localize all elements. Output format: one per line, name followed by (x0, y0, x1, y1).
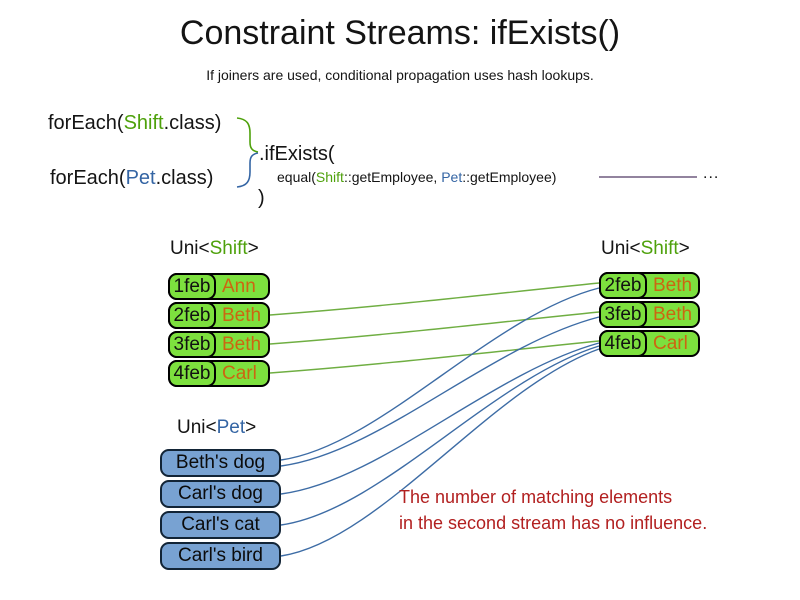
shift-employee-cell: Carl (222, 362, 257, 384)
shift-date-cell: 3feb (599, 301, 647, 328)
edge-beths-dog-to-2feb (280, 287, 600, 461)
shift-date-cell: 1feb (168, 273, 216, 300)
code-close-paren: ) (258, 187, 265, 209)
brace-top-icon (236, 117, 259, 153)
pet-table: Beth's dog Carl's dog Carl's cat Carl's … (160, 449, 281, 573)
code-text: .class) (163, 112, 222, 134)
brace-bottom-icon (236, 152, 259, 188)
shift-row: 1feb Ann (168, 273, 270, 300)
code-foreach-shift: forEach(Shift.class) (48, 112, 221, 135)
pet-type-token: Pet (216, 417, 246, 438)
shift-employee-cell: Ann (222, 275, 256, 297)
label-text: Uni< (177, 417, 217, 438)
shift-date-cell: 2feb (599, 272, 647, 299)
shift-row: 2feb Beth (168, 302, 270, 329)
pet-table-label: Uni<Pet> (177, 417, 256, 439)
code-text: forEach( (50, 167, 126, 189)
pet-row: Carl's bird (160, 542, 281, 570)
left-shift-table-label: Uni<Shift> (170, 238, 259, 260)
label-text: Uni< (170, 238, 210, 259)
shift-employee-cell: Beth (222, 304, 262, 326)
shift-employee-cell: Beth (653, 274, 693, 296)
code-text: forEach( (48, 112, 124, 134)
label-text: > (247, 238, 259, 259)
pet-class-token: Pet (441, 169, 463, 185)
shift-employee-cell: Beth (653, 303, 693, 325)
code-text: ::getEmployee) (462, 169, 557, 185)
pet-row: Carl's cat (160, 511, 281, 539)
page-title: Constraint Streams: ifExists() (179, 14, 621, 52)
code-text: .class) (155, 167, 214, 189)
edge-beths-dog-to-3feb (280, 316, 600, 467)
shift-employee-cell: Carl (653, 332, 688, 354)
right-shift-table-label: Uni<Shift> (601, 238, 690, 260)
ellipsis-text: ... (703, 165, 720, 182)
shift-row: 3feb Beth (599, 301, 700, 328)
shift-row: 4feb Carl (168, 360, 270, 387)
label-text: > (245, 417, 257, 438)
pet-class-token: Pet (125, 167, 156, 189)
code-text: equal( (277, 169, 316, 185)
label-text: > (678, 238, 690, 259)
shift-employee-cell: Beth (222, 333, 262, 355)
edge-3feb-to-3feb (269, 311, 600, 345)
code-text: ::getEmployee, (343, 169, 442, 185)
note-line-1: The number of matching elements (399, 487, 673, 507)
shift-date-cell: 3feb (168, 331, 216, 358)
label-text: Uni< (601, 238, 641, 259)
shift-row: 4feb Carl (599, 330, 700, 357)
shift-class-token: Shift (123, 112, 164, 134)
code-ifexists: .ifExists( (259, 143, 335, 165)
note-text: The number of matching elements in the s… (399, 484, 707, 536)
shift-date-cell: 4feb (599, 330, 647, 357)
pet-row: Carl's dog (160, 480, 281, 508)
left-shift-table: 1feb Ann 2feb Beth 3feb Beth 4feb Carl (168, 273, 270, 389)
shift-date-cell: 2feb (168, 302, 216, 329)
edge-carls-dog-to-4feb (280, 342, 600, 495)
right-shift-table: 2feb Beth 3feb Beth 4feb Carl (599, 272, 700, 359)
shift-connections (269, 282, 600, 374)
edge-2feb-to-2feb (269, 282, 600, 316)
shift-class-token: Shift (315, 169, 344, 185)
code-foreach-pet: forEach(Pet.class) (50, 167, 213, 190)
shift-row: 3feb Beth (168, 331, 270, 358)
shift-type-token: Shift (640, 238, 679, 259)
shift-row: 2feb Beth (599, 272, 700, 299)
edge-4feb-to-4feb (269, 340, 600, 374)
page-subtitle: If joiners are used, conditional propaga… (206, 67, 594, 83)
shift-type-token: Shift (209, 238, 248, 259)
shift-date-cell: 4feb (168, 360, 216, 387)
note-line-2: in the second stream has no influence. (399, 513, 708, 533)
code-equal-joiner: equal(Shift::getEmployee, Pet::getEmploy… (277, 169, 556, 185)
pet-row: Beth's dog (160, 449, 281, 477)
